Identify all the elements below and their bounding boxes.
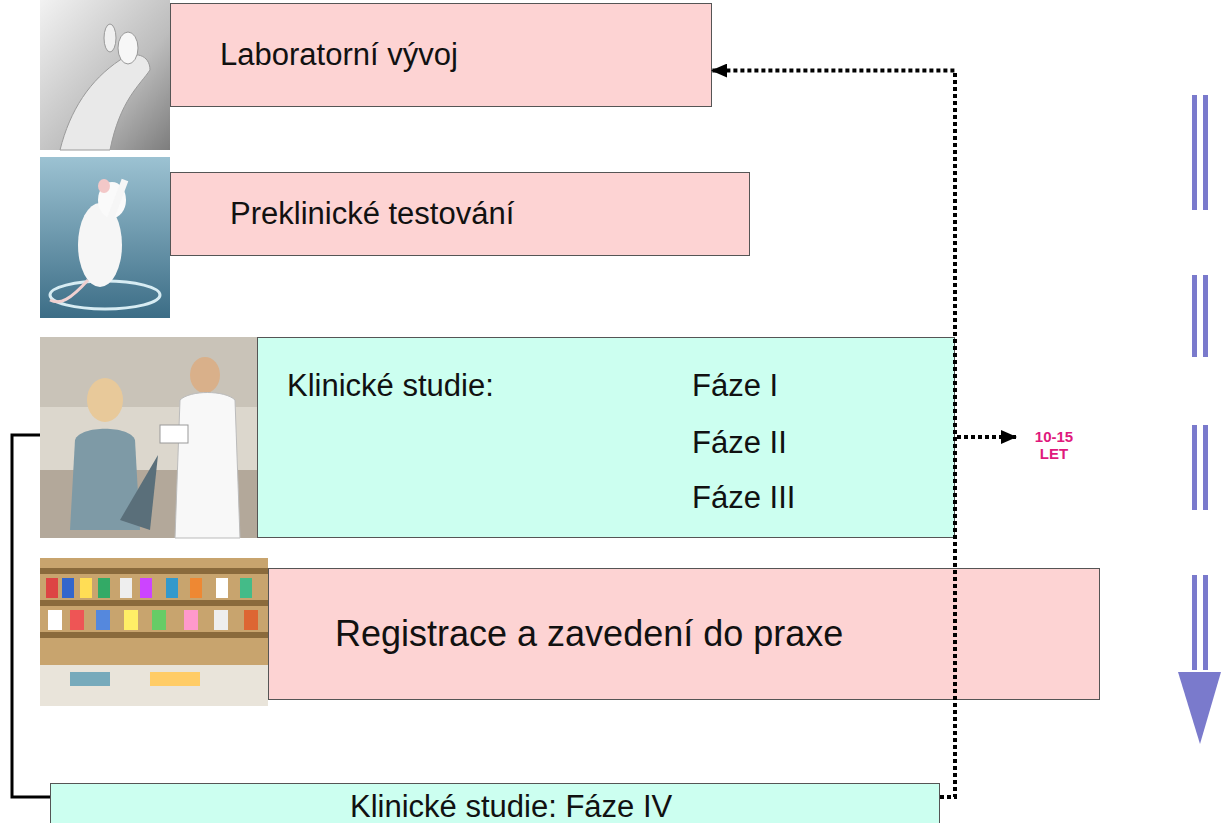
- pharmacy-photo: [40, 558, 268, 706]
- stage-title: Klinické studie:: [287, 368, 494, 404]
- stage-title: Klinické studie: Fáze IV: [350, 789, 672, 823]
- stage-box: Preklinické testování: [170, 172, 750, 256]
- link-line: [12, 435, 50, 797]
- lab-photo: [40, 0, 170, 150]
- rat-photo: [40, 157, 170, 318]
- duration-label: 10-15 LET: [1030, 428, 1078, 462]
- phase-item: Fáze III: [692, 480, 795, 516]
- phase-item: Fáze II: [692, 425, 787, 461]
- stage-title: Preklinické testování: [230, 196, 514, 232]
- stage-box: Laboratorní vývoj: [170, 3, 712, 107]
- stage-title: Registrace a zavedení do praxe: [335, 613, 843, 655]
- phase-item: Fáze I: [692, 368, 778, 404]
- box-fill: [257, 337, 955, 538]
- study-box: Klinické studie: Fáze IV: [50, 783, 940, 823]
- study-box: Klinické studie: Fáze I Fáze II Fáze III: [40, 337, 955, 538]
- feedback-arrow: [712, 71, 955, 797]
- duration-arrow: [957, 435, 1016, 439]
- stage-title: Laboratorní vývoj: [220, 37, 458, 73]
- stage-box: Registrace a zavedení do praxe: [268, 568, 1100, 700]
- doctor-photo: [40, 337, 257, 538]
- timeline-bars: [1178, 95, 1221, 744]
